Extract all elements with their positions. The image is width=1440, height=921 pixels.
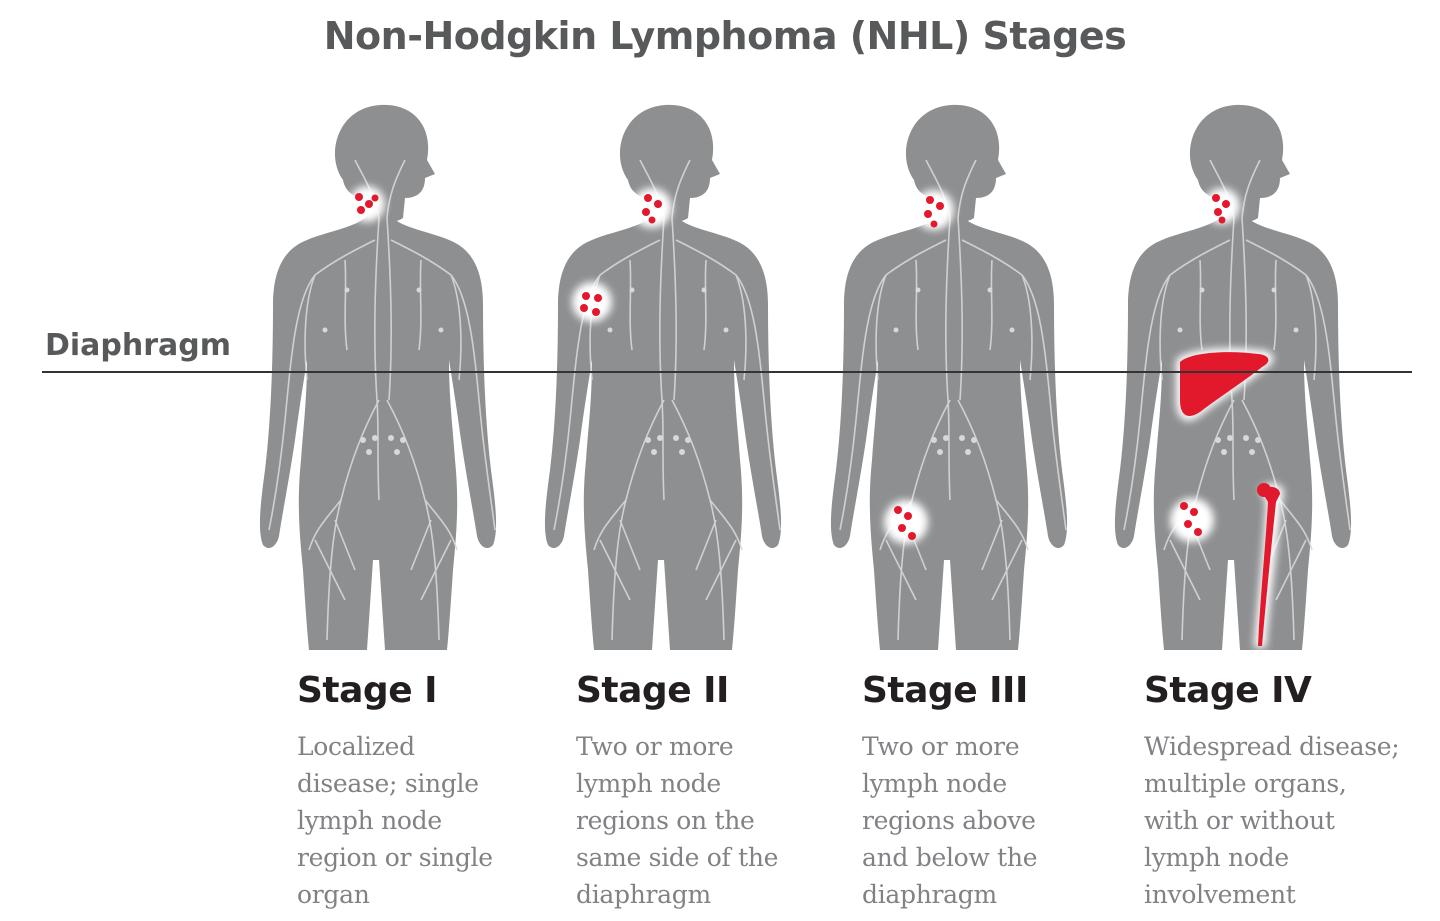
cluster-neck (349, 186, 385, 222)
diaphragm-label: Diaphragm (45, 328, 232, 363)
cluster-groin (884, 500, 928, 544)
cluster-groin (1170, 498, 1214, 542)
stage-1-description: Localized disease; single lymph node reg… (297, 732, 493, 909)
stage-4-description: Widespread disease; multiple organs, wit… (1144, 732, 1400, 909)
body-figure-stage-2 (544, 104, 782, 651)
cluster-neck (1204, 188, 1240, 224)
body-figure-stage-4 (1114, 104, 1352, 651)
body-figure-stage-1 (259, 104, 497, 651)
stage-1-title: Stage I (297, 670, 438, 711)
stage-3-title: Stage III (862, 670, 1028, 711)
liver (1176, 348, 1274, 421)
femur-bone (1254, 483, 1284, 648)
stage-2-title: Stage II (576, 670, 729, 711)
cluster-armpit (572, 282, 612, 322)
page-title: Non-Hodgkin Lymphoma (NHL) Stages (323, 14, 1127, 58)
stage-4-title: Stage IV (1144, 670, 1312, 711)
cluster-neck (914, 190, 954, 230)
stage-3-description: Two or more lymph node regions above and… (862, 732, 1038, 909)
stage-2-description: Two or more lymph node regions on the sa… (576, 732, 779, 909)
diaphragm-line (42, 371, 1412, 373)
cluster-neck (632, 188, 672, 228)
body-figure-stage-3 (830, 104, 1068, 651)
